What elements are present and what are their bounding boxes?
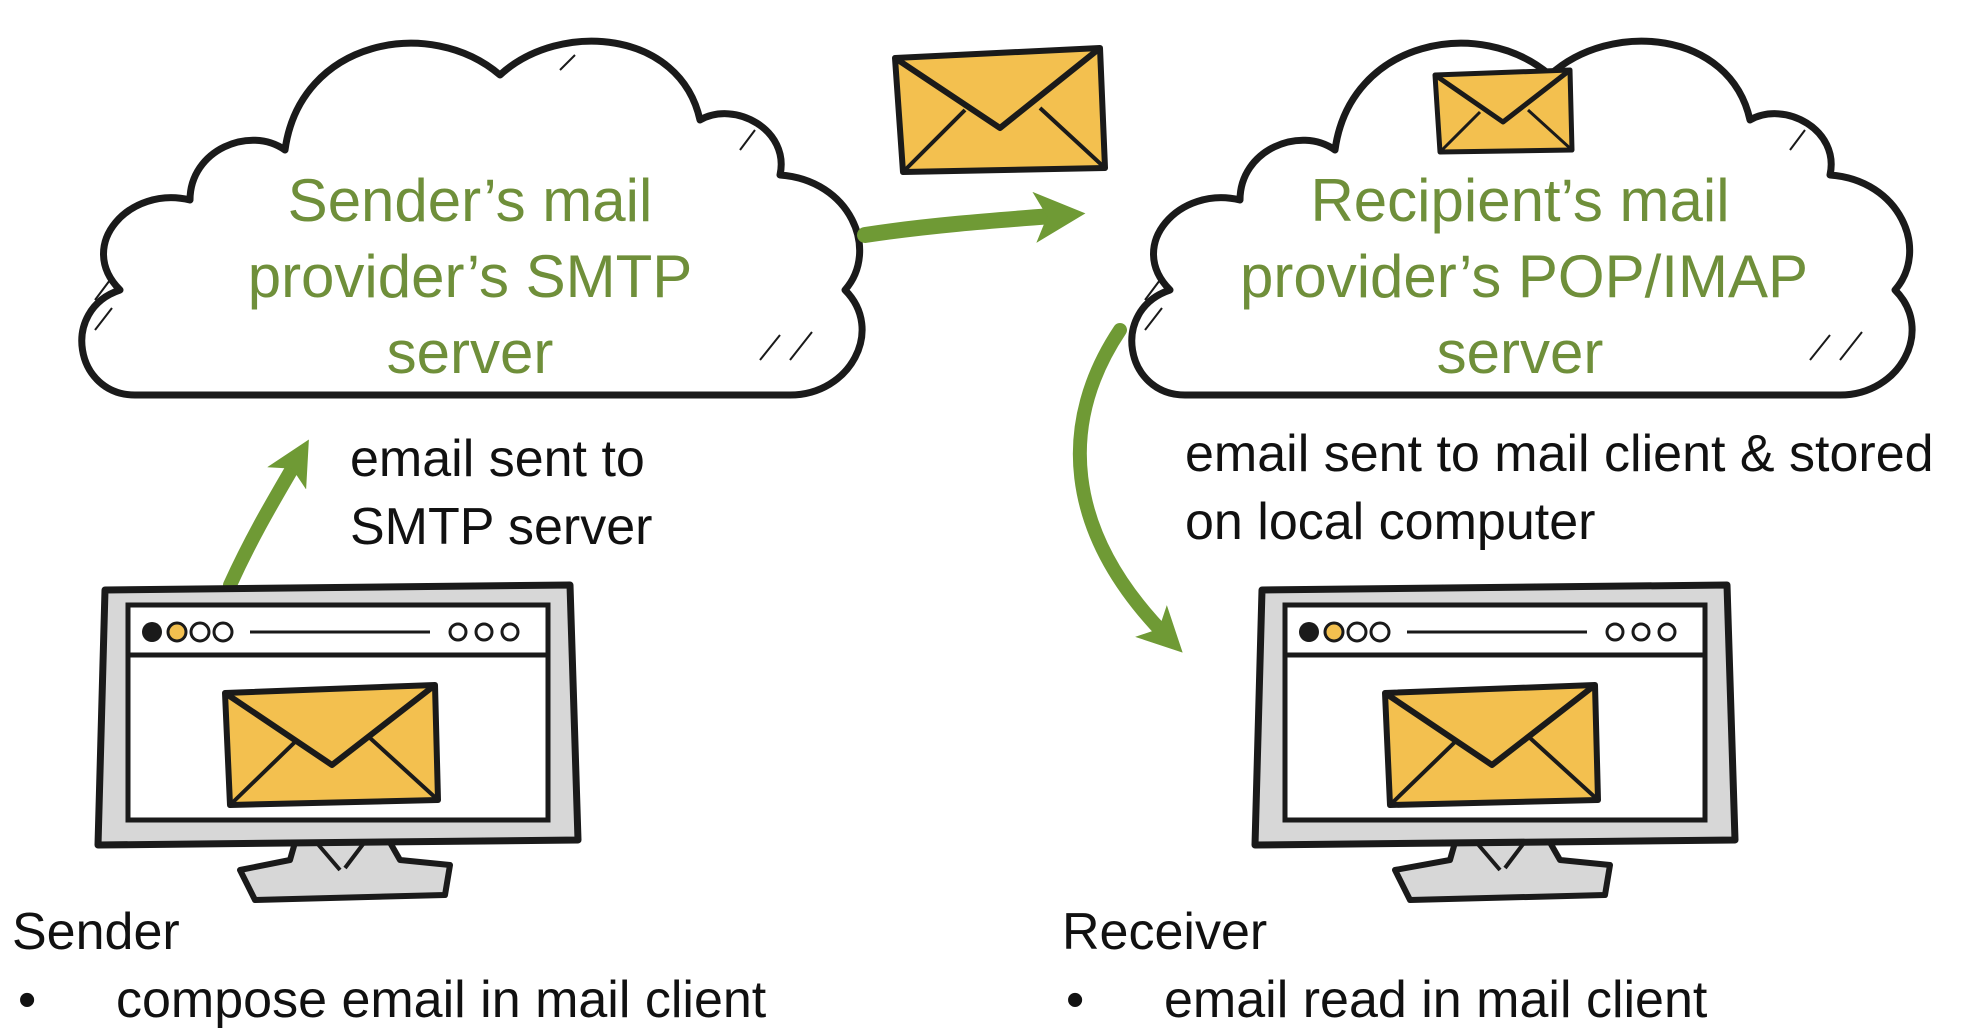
sender-cloud-label-line: provider’s SMTP xyxy=(247,243,693,310)
client-delivery-note: email sent to mail client & stored on lo… xyxy=(1185,420,1934,556)
recipient-cloud-label-line: server xyxy=(1436,319,1604,386)
receiver-title: Receiver xyxy=(1062,903,1268,961)
envelope-icon xyxy=(1432,67,1575,155)
receiver-bullet-text: email read in mail client xyxy=(1164,971,1708,1029)
receiver-bullet-item: • email read in mail client xyxy=(1066,970,1966,1030)
smtp-send-note: email sent to SMTP server xyxy=(350,425,652,561)
client-delivery-note-line: on local computer xyxy=(1185,493,1596,551)
bullet-symbol: • xyxy=(18,971,37,1029)
sender-monitor-icon xyxy=(94,581,582,903)
arrow-icon xyxy=(1073,323,1183,653)
sender-cloud-icon xyxy=(78,37,866,399)
sender-title: Sender xyxy=(12,903,180,961)
smtp-send-note-line: SMTP server xyxy=(350,498,653,556)
arrow-icon xyxy=(223,439,309,592)
recipient-cloud-label-line: provider’s POP/IMAP xyxy=(1240,243,1808,310)
recipient-cloud-label-line: Recipient’s mail xyxy=(1310,167,1730,234)
envelope-icon xyxy=(892,45,1108,175)
receiver-monitor-icon xyxy=(1251,581,1739,903)
sender-cloud-label: Sender’s mail provider’s SMTP server xyxy=(190,163,750,391)
sender-cloud-label-line: Sender’s mail xyxy=(287,167,653,234)
arrow-icon xyxy=(857,191,1086,243)
sender-bullet-text: compose email in mail client xyxy=(116,971,767,1029)
smtp-send-note-line: email sent to xyxy=(350,430,645,488)
sender-bullet-item: • compose email in mail client xyxy=(18,970,918,1030)
recipient-cloud-label: Recipient’s mail provider’s POP/IMAP ser… xyxy=(1240,163,1808,391)
client-delivery-note-line: email sent to mail client & stored xyxy=(1185,425,1934,483)
bullet-symbol: • xyxy=(1066,971,1085,1029)
sender-cloud-label-line: server xyxy=(386,319,554,386)
